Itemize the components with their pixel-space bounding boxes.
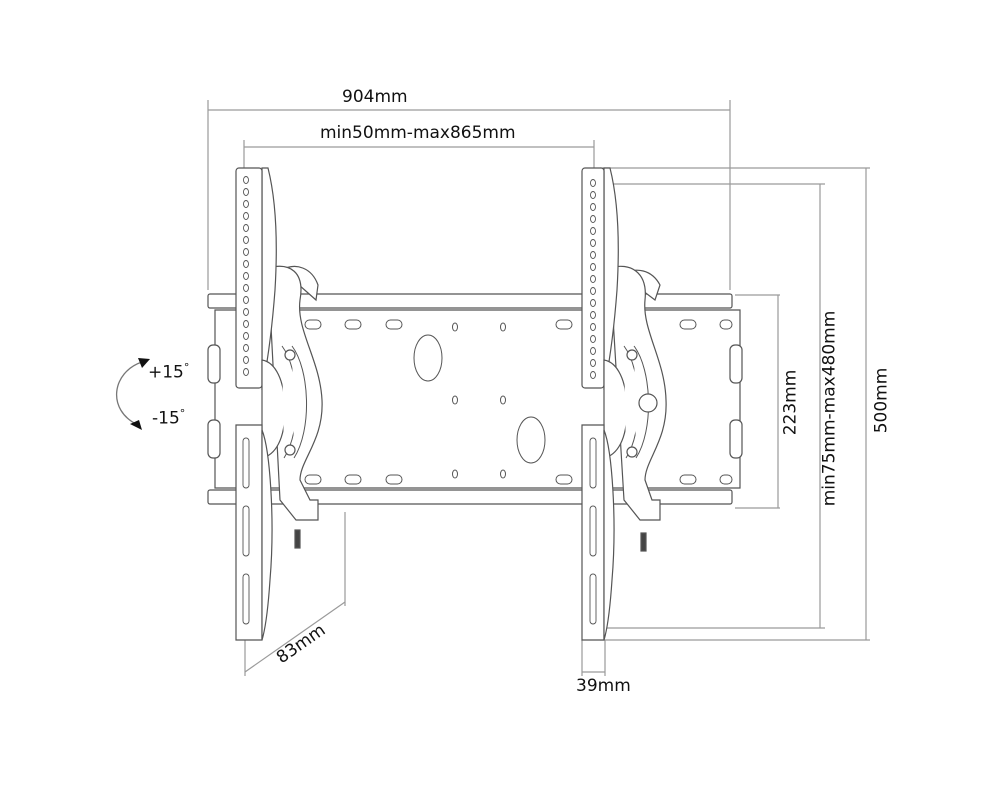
degree-symbol: ° — [183, 361, 190, 374]
left-bracket — [235, 167, 323, 641]
tilt-minus-label: -15° — [152, 408, 185, 428]
wall-plate-height-label: 223mm — [780, 369, 801, 436]
tilt-arrow-icon — [115, 358, 150, 430]
vertical-hole-range-label: min75mm-max480mm — [819, 310, 840, 507]
left-bracket-holes — [242, 176, 250, 625]
overall-width-label: 904mm — [342, 87, 408, 107]
tilt-minus-value: -15 — [152, 408, 180, 429]
degree-symbol: ° — [179, 407, 186, 420]
plate-slots — [304, 319, 733, 485]
bracket-spacing-label: min50mm-max865mm — [320, 123, 516, 143]
overall-height-label: 500mm — [871, 367, 892, 434]
right-bracket-holes — [589, 179, 597, 625]
arm-width-label: 39mm — [576, 676, 631, 696]
tilt-plus-value: +15 — [148, 362, 184, 383]
dimension-lines — [207, 100, 870, 676]
tilt-plus-label: +15° — [148, 362, 189, 382]
